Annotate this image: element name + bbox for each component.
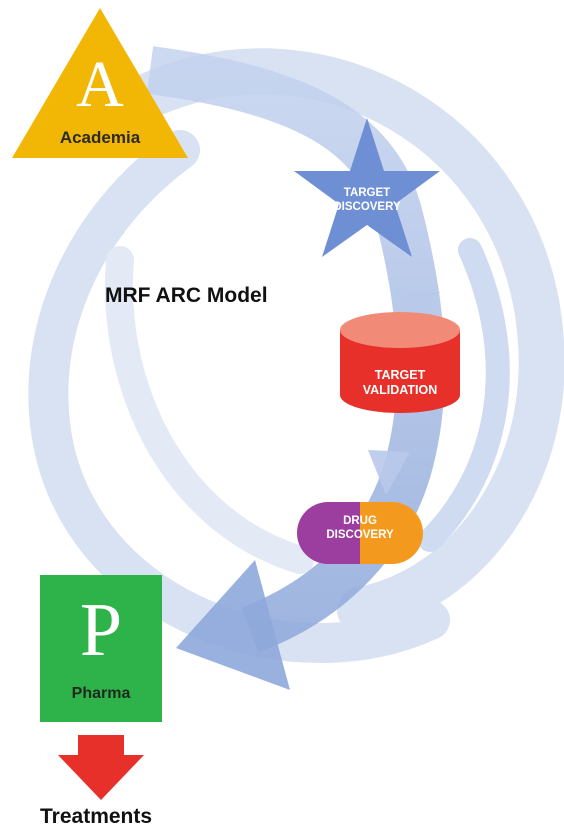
background-swirl <box>28 48 564 663</box>
target-discovery-line-1: TARGET <box>343 187 391 199</box>
target-discovery-star <box>294 118 440 257</box>
drug-discovery-pill <box>297 502 423 564</box>
treatments-label: Treatments <box>40 805 153 828</box>
target-validation-cylinder <box>340 312 460 413</box>
treatments-arrow <box>58 735 144 800</box>
drug-discovery-label: DRUG DISCOVERY <box>310 515 410 543</box>
drug-discovery-line-2: DISCOVERY <box>326 528 394 541</box>
target-validation-line-2: VALIDATION <box>362 383 438 397</box>
target-validation-label: TARGET VALIDATION <box>345 368 455 398</box>
target-discovery-line-2: DISCOVERY <box>333 200 401 213</box>
academia-label: Academia <box>59 128 141 147</box>
academia-triangle <box>12 8 188 158</box>
pharma-letter: P <box>79 588 123 672</box>
target-discovery-label: TARGET DISCOVERY <box>317 187 417 215</box>
pharma-label: Pharma <box>71 685 131 702</box>
pharma-square <box>40 575 162 722</box>
drug-discovery-line-1: DRUG <box>343 515 377 527</box>
academia-letter: A <box>76 48 124 121</box>
model-title: MRF ARC Model <box>105 284 268 307</box>
target-validation-line-1: TARGET <box>374 368 426 382</box>
